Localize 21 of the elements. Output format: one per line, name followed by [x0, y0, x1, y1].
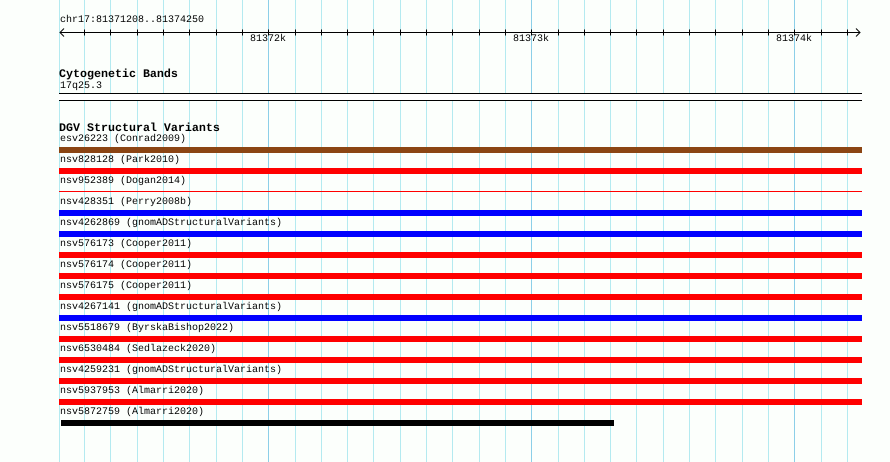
variant-label: nsv4267141 (gnomADStructuralVariants) [60, 302, 282, 314]
variant-label: nsv4259231 (gnomADStructuralVariants) [60, 365, 282, 377]
variant-label: esv26223 (Conrad2009) [60, 134, 186, 146]
band-label: 17q25.3 [60, 81, 102, 93]
variant-label: nsv5872759 (Almarri2020) [60, 407, 204, 419]
variant-label: nsv952389 (Dogan2014) [60, 176, 186, 188]
variant-label: nsv828128 (Park2010) [60, 155, 180, 167]
track-title: Cytogenetic Bands [59, 67, 178, 81]
variant-label: nsv576175 (Cooper2011) [60, 281, 192, 293]
variant-label: nsv4262869 (gnomADStructuralVariants) [60, 218, 282, 230]
variant-label: nsv576174 (Cooper2011) [60, 260, 192, 272]
tick-label: 81373k [513, 34, 550, 46]
variant-label: nsv5518679 (ByrskaBishop2022) [60, 323, 234, 335]
track-title: DGV Structural Variants [59, 121, 220, 135]
position-label: chr17:81371208..81374250 [60, 15, 204, 27]
variant-label: nsv6530484 (Sedlazeck2020) [60, 344, 216, 356]
variant-label: nsv576173 (Cooper2011) [60, 239, 192, 251]
variant-label: nsv5937953 (Almarri2020) [60, 386, 204, 398]
tick-label: 81374k [776, 34, 812, 46]
tick-label: 81372k [250, 34, 286, 46]
variant-label: nsv428351 (Perry2008b) [60, 197, 192, 209]
